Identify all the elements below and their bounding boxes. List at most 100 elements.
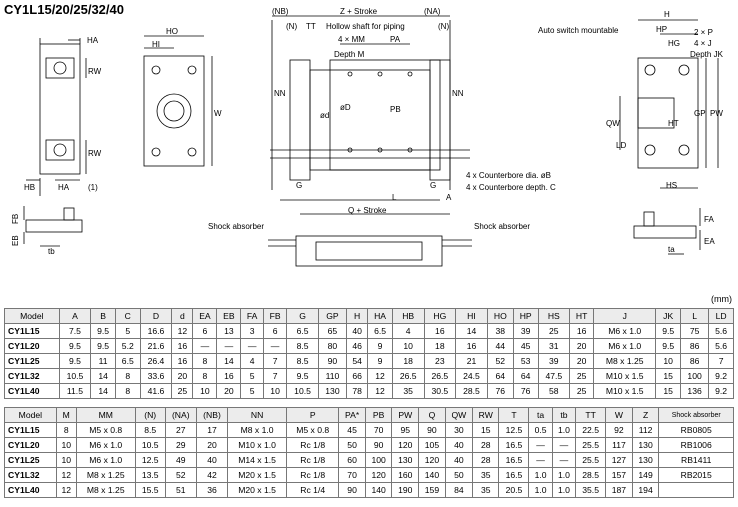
model-cell: CY1L25 xyxy=(4,353,60,369)
table1-header-cell: FA xyxy=(240,308,264,324)
label-z-stroke: Z + Stroke xyxy=(340,7,378,16)
table-cell: 41.6 xyxy=(139,383,173,399)
table-cell: 5.6 xyxy=(708,323,734,339)
table-cell: 9.5 xyxy=(286,368,319,384)
table-cell: — xyxy=(528,437,553,453)
table-cell: 130 xyxy=(631,437,660,453)
label-j4: 4 × J xyxy=(694,39,712,48)
table-cell: 46 xyxy=(346,338,369,354)
table-cell: 20 xyxy=(195,437,229,453)
table-cell: 16.6 xyxy=(139,323,173,339)
table-cell: 10 xyxy=(55,437,77,453)
table-cell: 23 xyxy=(423,353,457,369)
table-cell: 6.5 xyxy=(114,353,141,369)
table2-header-cell: ta xyxy=(528,407,553,423)
table1-header-cell: EB xyxy=(216,308,242,324)
table-cell: 35 xyxy=(472,482,500,498)
table-cell: 130 xyxy=(631,452,660,468)
table-cell: 95 xyxy=(391,422,420,438)
table-cell: 10 xyxy=(391,338,425,354)
table-cell: 10 xyxy=(262,383,288,399)
dimension-drawing: HA RW RW (1) HB HA HO HI W FB EB tb xyxy=(11,7,724,267)
label-gp: GP xyxy=(694,109,706,118)
table-cell: 10 xyxy=(655,353,682,369)
table-cell: 9.5 xyxy=(90,323,116,339)
table-cell: 6.5 xyxy=(367,323,393,339)
label-ha-bottom: HA xyxy=(58,183,70,192)
label-nn-right: NN xyxy=(452,89,464,98)
table-cell: 1.0 xyxy=(528,467,553,483)
table1-header-cell: H xyxy=(346,308,369,324)
table-cell: M20 x 1.5 xyxy=(227,467,288,483)
table-cell: 25 xyxy=(569,368,595,384)
table-cell: 120 xyxy=(418,452,446,468)
table-cell: 16 xyxy=(216,368,242,384)
table-cell: 110 xyxy=(317,368,348,384)
table-cell: 13 xyxy=(216,323,242,339)
table-cell: 8 xyxy=(192,368,218,384)
label-hg: HG xyxy=(668,39,680,48)
table-cell: 30 xyxy=(444,422,474,438)
table-cell: 20 xyxy=(569,353,595,369)
table-cell: 86 xyxy=(680,338,710,354)
label-na: (NA) xyxy=(424,7,441,16)
table-cell: 39 xyxy=(537,353,571,369)
table-cell: 26.4 xyxy=(139,353,173,369)
table2-header-cell: T xyxy=(498,407,530,423)
table-cell: 45 xyxy=(512,338,539,354)
table-cell: 70 xyxy=(364,422,393,438)
label-hp: HP xyxy=(656,25,667,34)
table-cell: 52 xyxy=(164,467,197,483)
left-end-view xyxy=(26,38,87,196)
table-cell: 9 xyxy=(367,338,393,354)
table-cell: 15.5 xyxy=(134,482,166,498)
table-cell: 8.5 xyxy=(286,353,319,369)
model-cell: CY1L40 xyxy=(4,482,57,498)
table-cell: 50 xyxy=(338,437,366,453)
table-cell: 47.5 xyxy=(537,368,571,384)
label-pa: PA xyxy=(390,35,401,44)
table-cell: 8 xyxy=(114,383,141,399)
table-cell: 22.5 xyxy=(575,422,607,438)
table-cell: 40 xyxy=(444,437,474,453)
table-cell: 35.5 xyxy=(575,482,607,498)
table-cell: 12 xyxy=(55,482,77,498)
table-cell: 16 xyxy=(171,338,194,354)
table2-header-cell: P xyxy=(286,407,340,423)
table-cell: 12.5 xyxy=(498,422,530,438)
table2-header-cell: Q xyxy=(418,407,446,423)
table-cell: 21.6 xyxy=(139,338,173,354)
model-cell: CY1L15 xyxy=(4,323,60,339)
table-cell: M20 x 1.5 xyxy=(227,482,288,498)
table-cell: 58 xyxy=(537,383,571,399)
table-cell: 90 xyxy=(418,422,446,438)
table-cell: 105 xyxy=(418,437,446,453)
table-cell: 25.5 xyxy=(575,452,607,468)
table-cell: M6 x 1.0 xyxy=(593,323,657,339)
table-cell: 90 xyxy=(317,353,348,369)
table-cell: 26.5 xyxy=(391,368,425,384)
table-cell: 28.5 xyxy=(575,467,607,483)
table2-header-cell: PA* xyxy=(338,407,366,423)
table1-header-cell: HT xyxy=(569,308,595,324)
table-cell: 49 xyxy=(164,452,197,468)
table-cell: 10.5 xyxy=(58,368,92,384)
table-cell: 52 xyxy=(486,353,514,369)
table-cell: 159 xyxy=(418,482,446,498)
label-rw-bottom: RW xyxy=(88,149,102,158)
table-cell: 54 xyxy=(346,353,369,369)
table-cell: 5.6 xyxy=(708,338,734,354)
table1-header-cell: HA xyxy=(367,308,393,324)
table-cell: 12 xyxy=(55,467,77,483)
table-cell: M5 x 0.8 xyxy=(75,422,136,438)
table-cell: 20 xyxy=(216,383,242,399)
table-cell: 5.2 xyxy=(114,338,141,354)
table-cell: M10 x 1.5 xyxy=(593,383,657,399)
foot-view-left xyxy=(23,206,83,247)
